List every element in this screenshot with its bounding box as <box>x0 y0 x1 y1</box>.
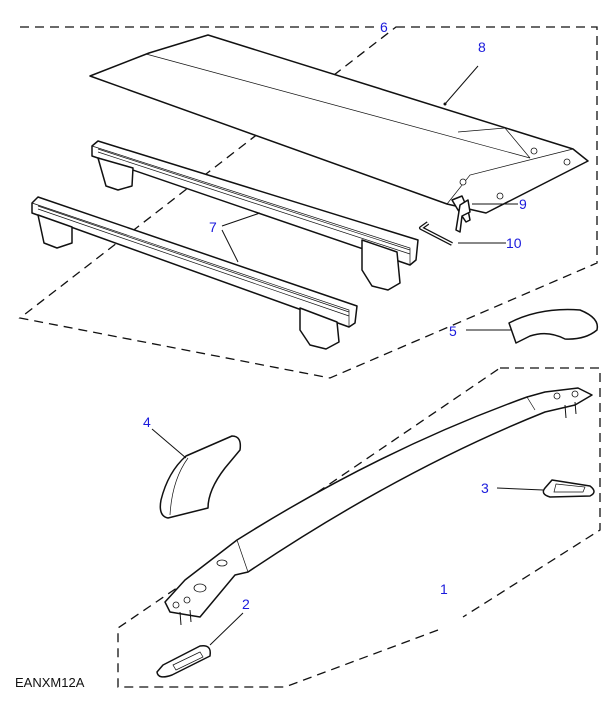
part-8-cover-panel <box>89 34 589 214</box>
leader-2 <box>209 612 244 646</box>
part-5-end-cover <box>508 308 599 344</box>
group-6-outline <box>18 26 598 379</box>
part-7-cross-bar-front <box>31 196 358 350</box>
leader-4 <box>151 428 187 459</box>
part-2-pad <box>156 644 212 678</box>
callout-9: 9 <box>519 196 527 212</box>
callout-6: 6 <box>380 19 388 35</box>
part-9-keys <box>451 195 471 233</box>
part-7-cross-bar-rear <box>91 140 419 291</box>
part-4-end-cap <box>159 435 242 519</box>
callout-10: 10 <box>506 235 522 251</box>
callout-7: 7 <box>209 219 217 235</box>
callout-8: 8 <box>478 39 486 55</box>
leader-7 <box>221 212 261 263</box>
callout-2: 2 <box>242 596 250 612</box>
callout-5: 5 <box>449 323 457 339</box>
part-3-pad <box>542 479 595 498</box>
drawing-code: EANXM12A <box>15 675 85 690</box>
callout-1: 1 <box>440 581 448 597</box>
leader-8 <box>444 65 479 105</box>
leader-3 <box>496 487 544 491</box>
callout-4: 4 <box>143 414 151 430</box>
part-1-roof-rail <box>164 387 593 626</box>
callout-3: 3 <box>481 480 489 496</box>
